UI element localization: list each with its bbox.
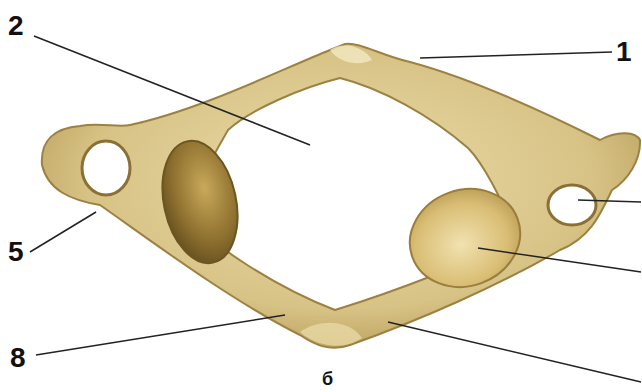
callout-number: 1	[616, 38, 632, 66]
callout-number: 2	[8, 12, 24, 40]
leader-lines	[30, 36, 641, 382]
callout-number: б	[322, 370, 333, 388]
callout-number: 5	[8, 238, 24, 266]
callout-number: 8	[10, 344, 26, 372]
